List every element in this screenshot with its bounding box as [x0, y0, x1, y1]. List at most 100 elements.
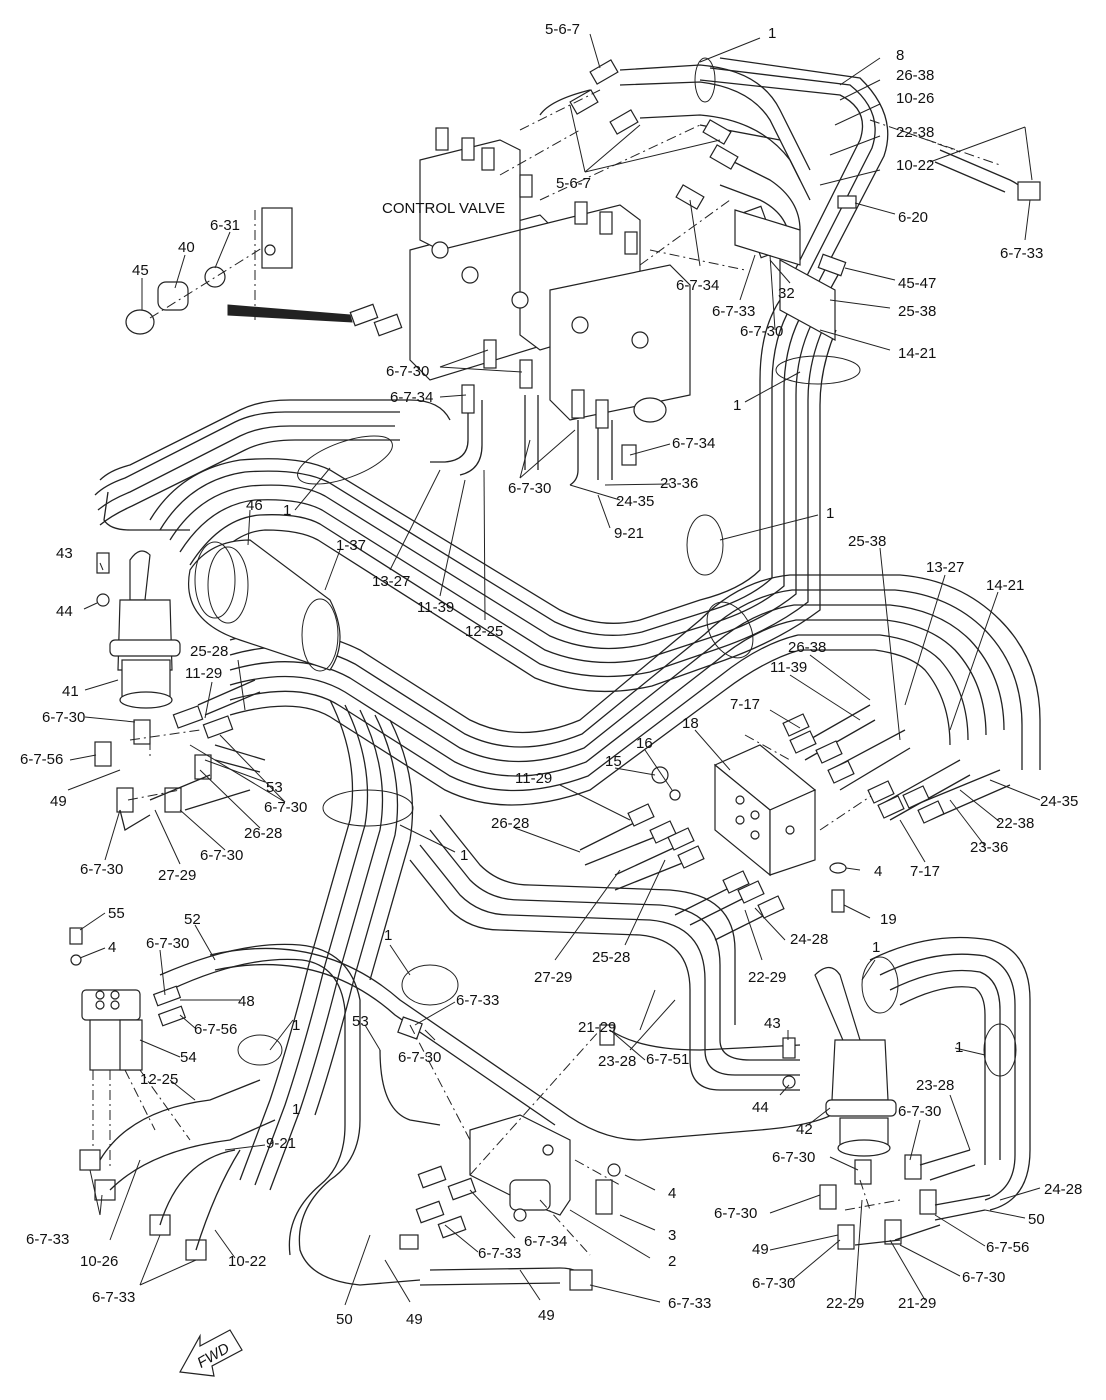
callout-label: 54: [180, 1049, 197, 1066]
callout-label: 1: [733, 397, 741, 414]
callout-label: 26-38: [788, 639, 826, 656]
callout-label: 10-22: [896, 157, 934, 174]
callout-label: 9-21: [614, 525, 644, 542]
callout-label: 10-22: [228, 1253, 266, 1270]
callout-label: 46: [246, 497, 263, 514]
callout-label: 6-7-30: [146, 935, 189, 952]
callout-label: 9-21: [266, 1135, 296, 1152]
control-valve: [409, 127, 691, 423]
callout-label: 10-26: [80, 1253, 118, 1270]
callout-label: 22-29: [748, 969, 786, 986]
callout-label: 4: [874, 863, 882, 880]
callout-label: 12-25: [465, 623, 503, 640]
center-lines: [127, 89, 1001, 1256]
callout-label: 7-17: [730, 696, 760, 713]
callout-label: 1: [872, 939, 880, 956]
callout-label: 25-28: [190, 643, 228, 660]
callout-label: 6-7-34: [390, 389, 433, 406]
callout-label: 6-7-34: [672, 435, 715, 452]
callout-label: 6-7-34: [676, 277, 719, 294]
callout-label: 24-28: [790, 931, 828, 948]
callout-label: 6-7-30: [264, 799, 307, 816]
callout-label: 25-38: [898, 303, 936, 320]
callout-label: 22-29: [826, 1295, 864, 1312]
callout-label: 6-7-33: [92, 1289, 135, 1306]
callout-label: 6-7-30: [772, 1149, 815, 1166]
callout-label: 1-37: [336, 537, 366, 554]
callout-label: 22-38: [896, 124, 934, 141]
callout-label: 6-20: [898, 209, 928, 226]
callout-label: 32: [778, 285, 795, 302]
callout-label: 1: [955, 1039, 963, 1056]
callout-label: 27-29: [158, 867, 196, 884]
callout-label: 6-7-33: [668, 1295, 711, 1312]
callout-label: 6-7-56: [194, 1021, 237, 1038]
bracket-18: [651, 734, 881, 913]
callout-label: 44: [56, 603, 73, 620]
callout-label: 6-7-30: [714, 1205, 757, 1222]
callout-label: 14-21: [986, 577, 1024, 594]
callout-label: 43: [764, 1015, 781, 1032]
callout-label: 18: [682, 715, 699, 732]
callout-label: 45-47: [898, 275, 936, 292]
connector-rods: [579, 704, 1011, 941]
center-lower-valve: [397, 1016, 621, 1291]
callout-label: 42: [796, 1121, 813, 1138]
callout-label: 12-25: [140, 1071, 178, 1088]
callout-label: 53: [352, 1013, 369, 1030]
callout-label: 26-28: [244, 825, 282, 842]
callout-label: 15: [605, 753, 622, 770]
right-pilot-valve: [782, 966, 991, 1250]
callout-label: 24-35: [1040, 793, 1078, 810]
callout-label: 4: [668, 1185, 676, 1202]
callout-label: 6-7-51: [646, 1051, 689, 1068]
callout-label: 49: [538, 1307, 555, 1324]
callout-label: 50: [1028, 1211, 1045, 1228]
callout-label: 19: [880, 911, 897, 928]
callout-label: 1: [283, 502, 291, 519]
left-pilot-valve: [94, 550, 266, 832]
valve-fittings: [349, 59, 1041, 466]
callout-label: 11-29: [185, 665, 222, 682]
callout-label: 41: [62, 683, 79, 700]
callout-label: 14-21: [898, 345, 936, 362]
callout-label: 1: [292, 1017, 300, 1034]
callout-label: 6-7-30: [740, 323, 783, 340]
callout-label: 6-7-56: [986, 1239, 1029, 1256]
callout-label: 6-7-30: [80, 861, 123, 878]
callout-label: 6-7-30: [398, 1049, 441, 1066]
callout-label: 8: [896, 47, 904, 64]
callout-label: 25-28: [592, 949, 630, 966]
callout-label: 6-7-30: [200, 847, 243, 864]
callout-label: 23-36: [970, 839, 1008, 856]
callout-label: 50: [336, 1311, 353, 1328]
control-valve-title: CONTROL VALVE: [382, 200, 505, 217]
callout-label: 11-39: [770, 659, 807, 676]
callout-label: 6-7-56: [20, 751, 63, 768]
callout-label: 53: [266, 779, 283, 796]
bracket-32: [734, 209, 836, 342]
callout-label: 52: [184, 911, 201, 928]
callout-label: 45: [132, 262, 149, 279]
callout-label: 6-7-33: [456, 992, 499, 1009]
callout-label: 21-29: [898, 1295, 936, 1312]
callout-label: 26-38: [896, 67, 934, 84]
callout-label: 22-38: [996, 815, 1034, 832]
callout-label: 6-7-30: [42, 709, 85, 726]
callout-label: 6-7-33: [712, 303, 755, 320]
callout-label: 23-36: [660, 475, 698, 492]
callout-label: 27-29: [534, 969, 572, 986]
callout-label: 6-7-30: [898, 1103, 941, 1120]
callout-label: 13-27: [372, 573, 410, 590]
callout-label: 6-7-30: [386, 363, 429, 380]
sensor-assembly: [125, 207, 353, 335]
callout-label: 2: [668, 1253, 676, 1270]
callout-label: 1: [460, 847, 468, 864]
callout-label: 44: [752, 1099, 769, 1116]
hose-clamps: [237, 57, 1017, 1077]
callout-label: 10-26: [896, 90, 934, 107]
callout-label: 24-28: [1044, 1181, 1082, 1198]
callout-label: 1: [768, 25, 776, 42]
callout-label: 49: [406, 1311, 423, 1328]
